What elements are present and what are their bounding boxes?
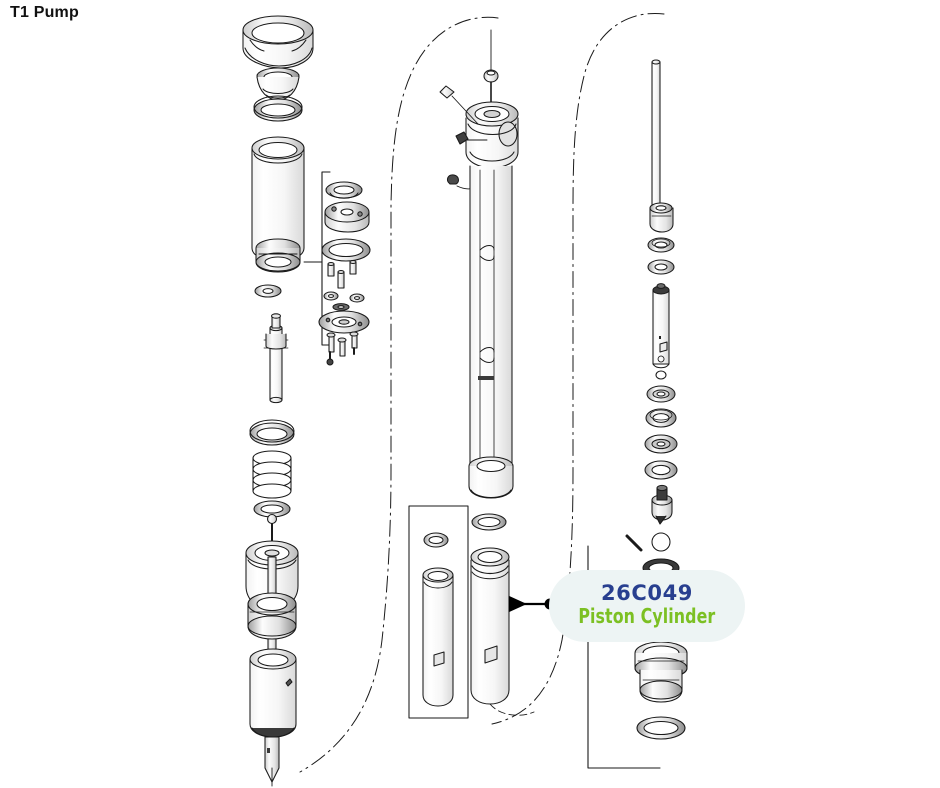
part-throat-seal [325,181,363,199]
part-fitting-bolt [439,85,479,125]
part-coil-spring [252,450,292,499]
part-callout-badge[interactable]: 26C049 Piston Cylinder [549,570,745,642]
chain-line-center [299,16,499,773]
part-outer-cylinder-tube [251,136,305,262]
part-cap-screw-mid [337,337,347,357]
part-small-washer-left [323,291,339,301]
part-pin [625,534,643,552]
part-seal-stack-4 [644,460,678,480]
part-piston-cylinder-alt [422,567,454,707]
part-lower-housing-collar [468,456,514,499]
page-title: T1 Pump [10,4,79,21]
part-o-ring-upper [253,95,303,122]
part-gland-nut [634,641,688,703]
part-piston-rod-thin [651,59,661,207]
center-column-assembly [439,29,519,499]
part-o-ring-alt [423,532,449,548]
part-piston-rod-long [469,165,513,469]
part-dowel-pin-2 [337,269,345,289]
part-packing-nut [255,238,301,273]
part-pump-head-housing [465,101,519,169]
detail-box-small-parts [318,171,371,366]
part-end-cap [242,15,314,69]
callout-part-name: Piston Cylinder [578,603,716,628]
part-seal-stack-3 [644,434,678,454]
part-ball-check [483,29,499,105]
part-seal-washer-b [647,259,675,275]
highlighted-piston-cylinder [470,513,535,716]
part-displacement-rod [263,313,289,404]
part-seal-stack-2 [645,408,677,428]
part-o-ring-top [471,513,507,531]
part-intake-valve-housing [247,592,297,640]
part-lower-rod [264,736,280,787]
part-dowel-pin [327,261,335,277]
part-piston-cylinder [470,547,535,716]
part-small-ring [655,370,667,380]
part-cap-screw-long [326,332,336,366]
part-lower-sleeve [249,648,297,738]
part-valve-rod [652,283,670,369]
part-o-ring-lower [253,500,291,518]
part-upper-valve-body [649,202,674,233]
part-thrust-washer [332,303,350,311]
callout-part-number: 26C049 [600,581,694,606]
part-gland-washer [324,201,370,233]
part-seal-funnel [256,67,300,101]
part-cap-screw-short [349,331,359,355]
part-retainer-plate [318,310,370,334]
part-bleed-fitting [455,131,488,145]
right-column-assembly [587,59,688,769]
part-o-ring-mid [249,419,295,446]
part-seal-washer-a [647,237,675,253]
part-ball [651,532,671,552]
part-o-ring-bottom [636,716,686,740]
part-washer-left [254,284,282,298]
part-seal-stack-1 [646,385,676,403]
part-set-screw [349,259,357,275]
part-valve-seat [651,484,673,525]
part-large-o-ring [321,238,371,262]
left-column-assembly [242,15,323,787]
center-detail-box [408,505,469,719]
chain-line-right [491,12,665,725]
part-small-washer-right [349,293,365,303]
